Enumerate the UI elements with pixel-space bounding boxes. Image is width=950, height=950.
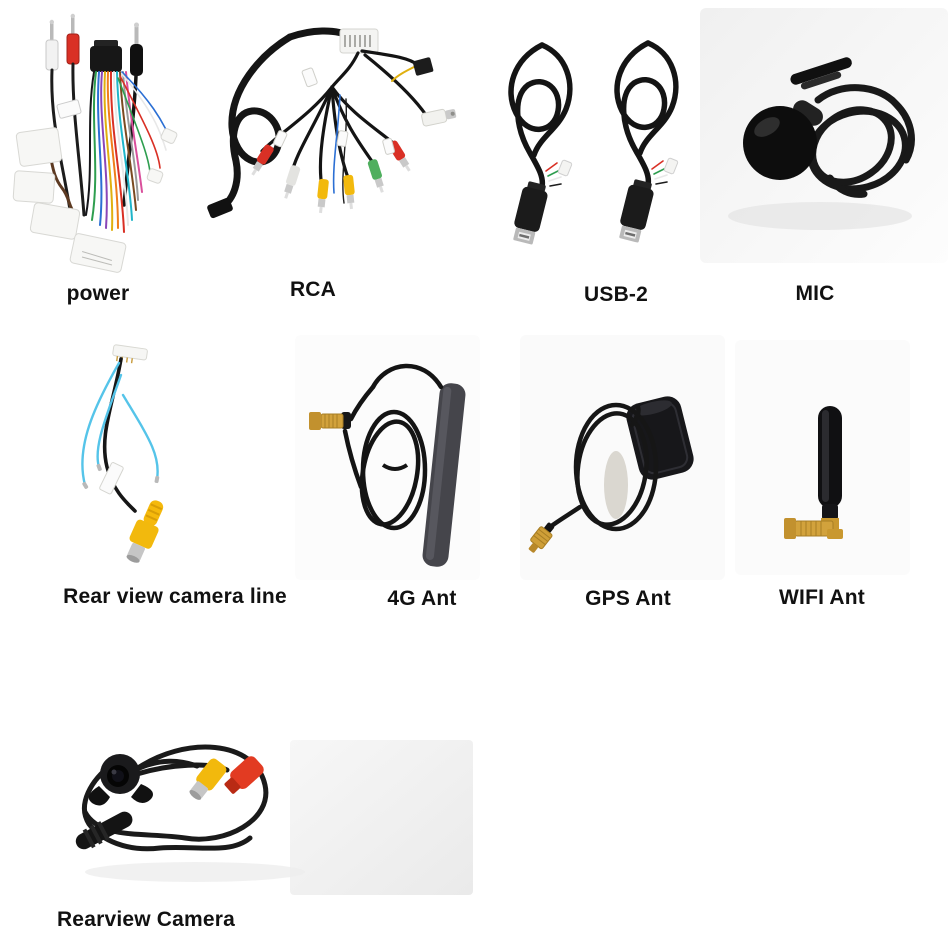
4g-ant-photo [295, 335, 480, 580]
rca-black-connector [412, 57, 434, 76]
rvc-yellow-rca [189, 758, 227, 800]
wifi-antenna-body [818, 406, 842, 520]
gps-coil-gap [604, 451, 628, 519]
4g-antenna-bar [422, 383, 466, 567]
rca-thin-wires [332, 66, 415, 204]
4g-cable-tie [381, 463, 409, 471]
product-label: 4G Ant [387, 587, 457, 610]
product-label: MIC [795, 282, 835, 305]
camera-line-top-connector [112, 344, 148, 364]
product-label: power [66, 282, 130, 305]
product-gps-ant: GPS Ant [520, 335, 725, 609]
rca-loop-end-plug [207, 197, 233, 219]
gps-sma-connector [528, 522, 555, 553]
power-top-plugs [45, 13, 143, 76]
product-label: RCA [289, 278, 337, 301]
product-4g-ant: 4G Ant [295, 335, 480, 609]
rear-view-camera-line-photo [81, 344, 164, 563]
rvc-camera-head [88, 754, 154, 806]
mic-body [793, 100, 823, 126]
camera-line-wire-tips [82, 463, 160, 489]
wifi-sma-connector [784, 518, 843, 539]
product-label: USB-2 [583, 283, 649, 306]
mic-clip [790, 57, 852, 90]
product-label: GPS Ant [585, 587, 671, 610]
mic-photo-background [700, 8, 948, 263]
product-rca: RCA [190, 15, 475, 300]
4g-sma-connector [309, 412, 351, 430]
rvc-inline-connector [75, 811, 133, 850]
product-label: Rearview Camera [56, 908, 236, 931]
usb-a-connector [619, 179, 654, 243]
usb-a-connector [513, 181, 548, 245]
rca-head-connector [339, 28, 379, 54]
mic-foam-ball [743, 106, 817, 180]
gps-ant-photo [520, 335, 725, 580]
mic-photo [700, 8, 948, 263]
product-mic: MIC [700, 8, 948, 304]
rvc-red-plug [224, 756, 264, 794]
usb-cable-1 [508, 42, 573, 245]
power-white-connectors [12, 99, 178, 273]
rca-harness-photo [207, 27, 457, 219]
product-label: WIFI Ant [779, 586, 865, 609]
product-label: Rear view camera line [63, 585, 287, 608]
rca-label-tags [273, 67, 395, 155]
rca-white-jack [421, 108, 457, 127]
rca-plugs [251, 57, 457, 214]
product-rearview-camera: Rearview Camera [55, 700, 475, 930]
camera-line-wires [81, 357, 159, 513]
rearview-camera-photo [75, 740, 473, 895]
product-rear-view-camera-line: Rear view camera line [55, 335, 305, 607]
power-connector-detail [81, 251, 113, 266]
product-power: power [10, 10, 185, 304]
yellow-rca-connector [126, 500, 164, 563]
power-harness-photo [12, 13, 178, 273]
wifi-ant-photo [735, 340, 910, 575]
camera-line-label-tag [99, 462, 124, 495]
4g-cable-coil [342, 363, 444, 531]
product-usb-2: USB-2 [490, 25, 710, 305]
gps-antenna-puck [626, 396, 694, 480]
mic-coiled-cable [807, 84, 915, 198]
usb-cable-2 [614, 40, 679, 243]
rvc-photo-background [290, 740, 473, 895]
usb-2-photo [508, 40, 679, 245]
product-wifi-ant: WIFI Ant [735, 340, 910, 608]
